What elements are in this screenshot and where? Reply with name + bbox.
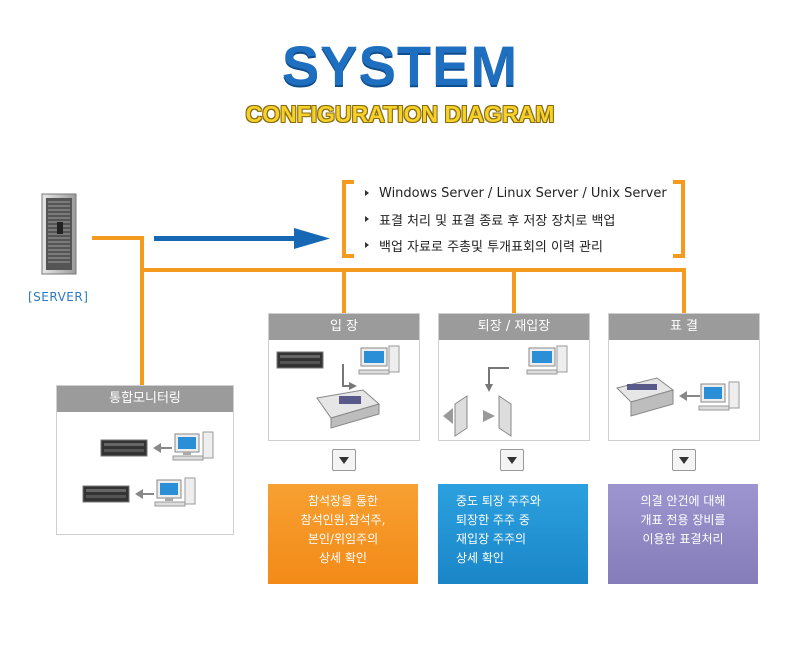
feature-item: Windows Server / Linux Server / Unix Ser… bbox=[365, 180, 685, 206]
server-tower-icon bbox=[41, 193, 77, 275]
voting-connector-line bbox=[682, 268, 686, 314]
feature-text: 표결 처리 및 표결 종료 후 저장 장치로 백업 bbox=[379, 213, 616, 229]
monitoring-panel: 통합모니터링 bbox=[56, 385, 234, 535]
reentry-connector-line bbox=[512, 268, 516, 314]
voting-devices-icon bbox=[616, 377, 740, 417]
diagram-subtitle: CONFIGURATION DIAGRAM bbox=[245, 101, 555, 127]
info-line: 재입장 주주의 bbox=[456, 532, 527, 546]
entry-connector-line bbox=[342, 268, 346, 314]
feature-text: 백업 자료로 주총및 투개표회의 이력 관리 bbox=[379, 239, 603, 255]
bullet-icon bbox=[365, 190, 369, 196]
caret-down-icon bbox=[507, 456, 517, 464]
voting-panel: 표 결 bbox=[608, 313, 760, 441]
arrow-right-icon bbox=[154, 228, 330, 249]
reentry-panel-title: 퇴장 / 재입장 bbox=[439, 314, 589, 340]
voting-panel-title: 표 결 bbox=[609, 314, 759, 340]
entry-panel: 입 장 bbox=[268, 313, 420, 441]
entry-panel-title: 입 장 bbox=[269, 314, 419, 340]
caret-down-icon bbox=[339, 456, 349, 464]
info-line: 중도 퇴장 주주와 bbox=[456, 494, 541, 508]
bullet-icon bbox=[365, 242, 369, 248]
diagram-title: SYSTEM bbox=[281, 34, 519, 97]
info-line: 참석장을 통한 bbox=[307, 494, 379, 508]
bracket-right bbox=[673, 180, 685, 258]
feature-item: 표결 처리 및 표결 종료 후 저장 장치로 백업 bbox=[365, 206, 685, 232]
reentry-devices-icon bbox=[443, 345, 568, 437]
monitoring-connector-line bbox=[140, 236, 144, 386]
reentry-panel: 퇴장 / 재입장 bbox=[438, 313, 590, 441]
server-label: [SERVER] bbox=[28, 290, 89, 304]
info-line: 상세 확인 bbox=[456, 551, 504, 565]
monitoring-devices-icon bbox=[82, 431, 214, 507]
voting-expand-button[interactable] bbox=[672, 449, 696, 471]
info-line: 참석인원,참석주, bbox=[300, 513, 386, 527]
info-line: 본인/위임주의 bbox=[307, 532, 379, 546]
monitoring-panel-title: 통합모니터링 bbox=[57, 386, 233, 412]
info-line: 이용한 표결처리 bbox=[642, 532, 724, 546]
caret-down-icon bbox=[679, 456, 689, 464]
entry-info-box: 참석장을 통한 참석인원,참석주, 본인/위임주의 상세 확인 bbox=[268, 484, 418, 584]
info-line: 상세 확인 bbox=[319, 551, 367, 565]
feature-text: Windows Server / Linux Server / Unix Ser… bbox=[379, 185, 667, 201]
info-line: 의결 안건에 대해 bbox=[640, 494, 726, 508]
voting-info-box: 의결 안건에 대해 개표 전용 장비를 이용한 표결처리 bbox=[608, 484, 758, 584]
server-connector-line bbox=[92, 236, 142, 240]
feature-list: Windows Server / Linux Server / Unix Ser… bbox=[365, 180, 685, 258]
bracket-left bbox=[342, 180, 354, 258]
feature-item: 백업 자료로 주총및 투개표회의 이력 관리 bbox=[365, 232, 685, 258]
info-line: 퇴장한 주주 중 bbox=[456, 513, 530, 527]
main-bus-line bbox=[140, 268, 686, 272]
bullet-icon bbox=[365, 216, 369, 222]
reentry-expand-button[interactable] bbox=[500, 449, 524, 471]
entry-devices-icon bbox=[276, 345, 400, 429]
entry-expand-button[interactable] bbox=[332, 449, 356, 471]
reentry-info-box: 중도 퇴장 주주와 퇴장한 주주 중 재입장 주주의 상세 확인 bbox=[438, 484, 588, 584]
info-line: 개표 전용 장비를 bbox=[640, 513, 726, 527]
